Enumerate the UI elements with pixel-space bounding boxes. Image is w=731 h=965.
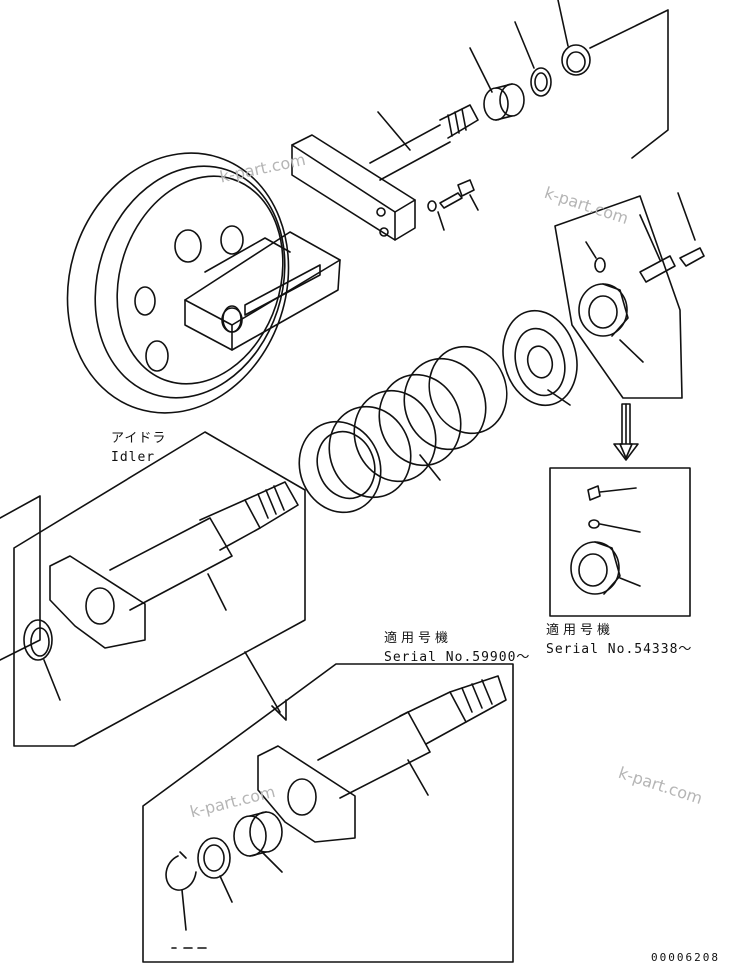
seal-right [197, 837, 233, 903]
snap-ring-right [165, 851, 207, 949]
shaft-body-left [109, 481, 299, 611]
shaft-flange-right [257, 745, 356, 843]
serial-59900-box [142, 663, 514, 963]
down-arrow-right [613, 403, 639, 461]
idler-label-jp: アイドラ [111, 431, 167, 446]
idler-label: Idler [111, 450, 156, 465]
recoil-spring [298, 345, 508, 514]
shaft-panel-left [0, 431, 306, 747]
bolt-and-washer [427, 179, 479, 231]
bracket-outline-top [589, 9, 669, 159]
idler-wheel [66, 152, 290, 414]
shaft-flange-left [49, 555, 146, 649]
spring-seat [502, 309, 578, 407]
shaft-body-right [317, 675, 507, 799]
grease-fitting [585, 192, 705, 283]
top-ring [514, 21, 552, 97]
bushing-right [233, 811, 283, 873]
serial-number-label-a: Serial No.59900〜 [384, 650, 531, 665]
idler-bracket [184, 231, 341, 351]
nut-panel-outline [554, 195, 683, 399]
top-seal [557, 0, 591, 76]
applicable-model-label-a: 適用号機 [384, 631, 453, 646]
nut-upper [578, 283, 644, 363]
mounting-block [291, 134, 416, 241]
rod-assembly [369, 104, 479, 181]
top-bushing [469, 47, 525, 121]
applicable-model-label-b: 適用号機 [546, 623, 615, 638]
figure-number: 00006208 [651, 951, 720, 964]
diagonal-arrow [244, 651, 287, 721]
ring-left [23, 619, 61, 701]
serial-54338-box [549, 467, 691, 617]
serial-number-label-b: Serial No.54338〜 [546, 642, 693, 657]
